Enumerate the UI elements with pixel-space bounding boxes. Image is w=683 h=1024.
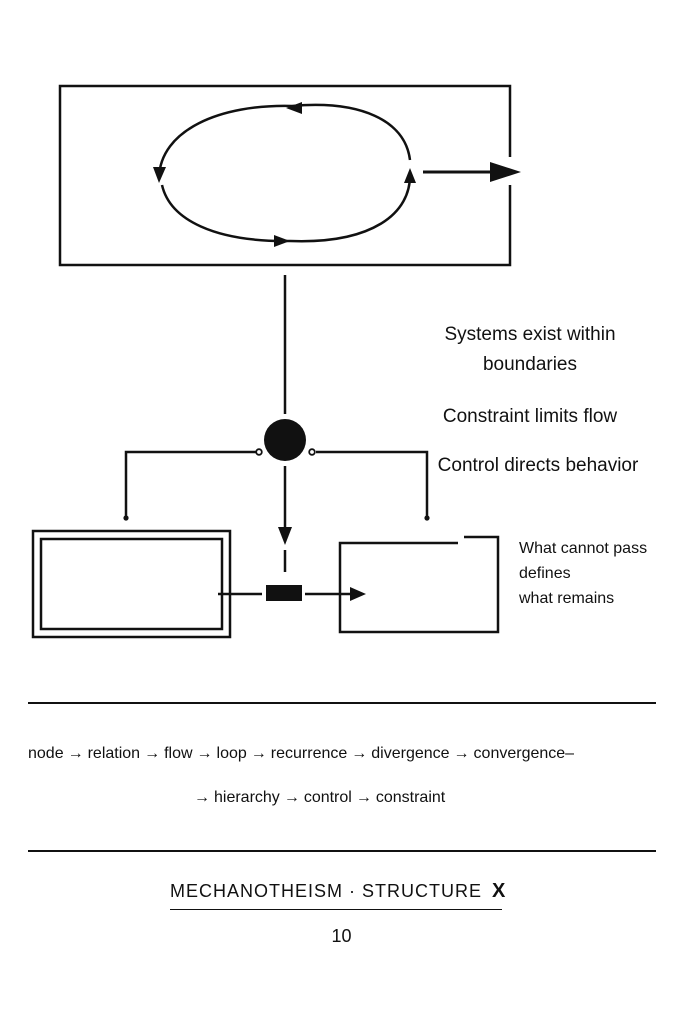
caption-remains-line: defines (519, 565, 571, 582)
divider-top (28, 702, 656, 704)
container-inner (39, 537, 224, 631)
gate-block (266, 585, 302, 601)
chain-term: node (28, 745, 64, 762)
container-outer (31, 529, 232, 639)
page-number: 10 (331, 926, 352, 946)
chain-trailing-dash: – (565, 745, 575, 762)
loop-arc-top (157, 103, 412, 179)
connector-left (255, 448, 263, 456)
chain-arrow: → (283, 789, 300, 806)
chain-arrow: → (351, 745, 368, 762)
caption-remains-line: what remains (519, 590, 615, 607)
connector-right (308, 448, 316, 456)
chain-arrow: → (355, 789, 372, 806)
footer-title-text: MECHANOTHEISM · STRUCTURE (170, 881, 482, 901)
loop-arrow-left (153, 167, 166, 183)
boundary-box (58, 84, 512, 267)
footer-title: MECHANOTHEISM · STRUCTURE X (170, 880, 505, 910)
node-down-arrow (278, 527, 292, 545)
chain-term: convergence (473, 745, 566, 762)
caption-constraint: Constraint limits flow (442, 406, 618, 427)
chain-term: loop (216, 745, 247, 762)
concept-chain-line-2: →hierarchy→control→constraint (190, 789, 445, 807)
chain-arrow: → (194, 789, 210, 806)
chain-term: constraint (375, 789, 446, 806)
branch-right (316, 450, 429, 518)
loop-arrow-bottom (274, 235, 290, 247)
junction-dot-left (123, 515, 129, 521)
chain-arrow: → (144, 745, 161, 762)
chain-arrow: → (196, 745, 213, 762)
chain-term: divergence (371, 745, 450, 762)
caption-boundaries: Systems exist within boundaries (444, 324, 616, 375)
chain-arrow: → (67, 745, 84, 762)
concept-chain-line-1: node→relation→flow→loop→recurrence→diver… (28, 745, 574, 763)
divider-bottom (28, 850, 656, 852)
branch-left (124, 450, 256, 518)
gate-out-arrow (350, 587, 366, 601)
caption-control: Control directs behavior (437, 455, 639, 476)
exit-arrow-head (490, 162, 521, 182)
loop-arc-bottom (160, 171, 412, 243)
open-box (338, 535, 500, 634)
loop-arrow-right (404, 168, 416, 183)
chain-term: hierarchy (214, 789, 280, 806)
chain-term: recurrence (270, 745, 348, 762)
central-node (264, 419, 306, 461)
loop-arrow-top (286, 102, 302, 114)
diagram (31, 84, 521, 639)
chain-arrow: → (250, 745, 267, 762)
chain-arrow: → (453, 745, 470, 762)
footer-mark: X (492, 880, 507, 902)
chain-term: relation (87, 745, 141, 762)
chain-term: control (303, 789, 352, 806)
caption-remains-line: What cannot pass (519, 540, 648, 557)
caption-remains: What cannot pass defines what remains (519, 536, 679, 611)
chain-term: flow (164, 745, 193, 762)
junction-dot-right (424, 515, 430, 521)
